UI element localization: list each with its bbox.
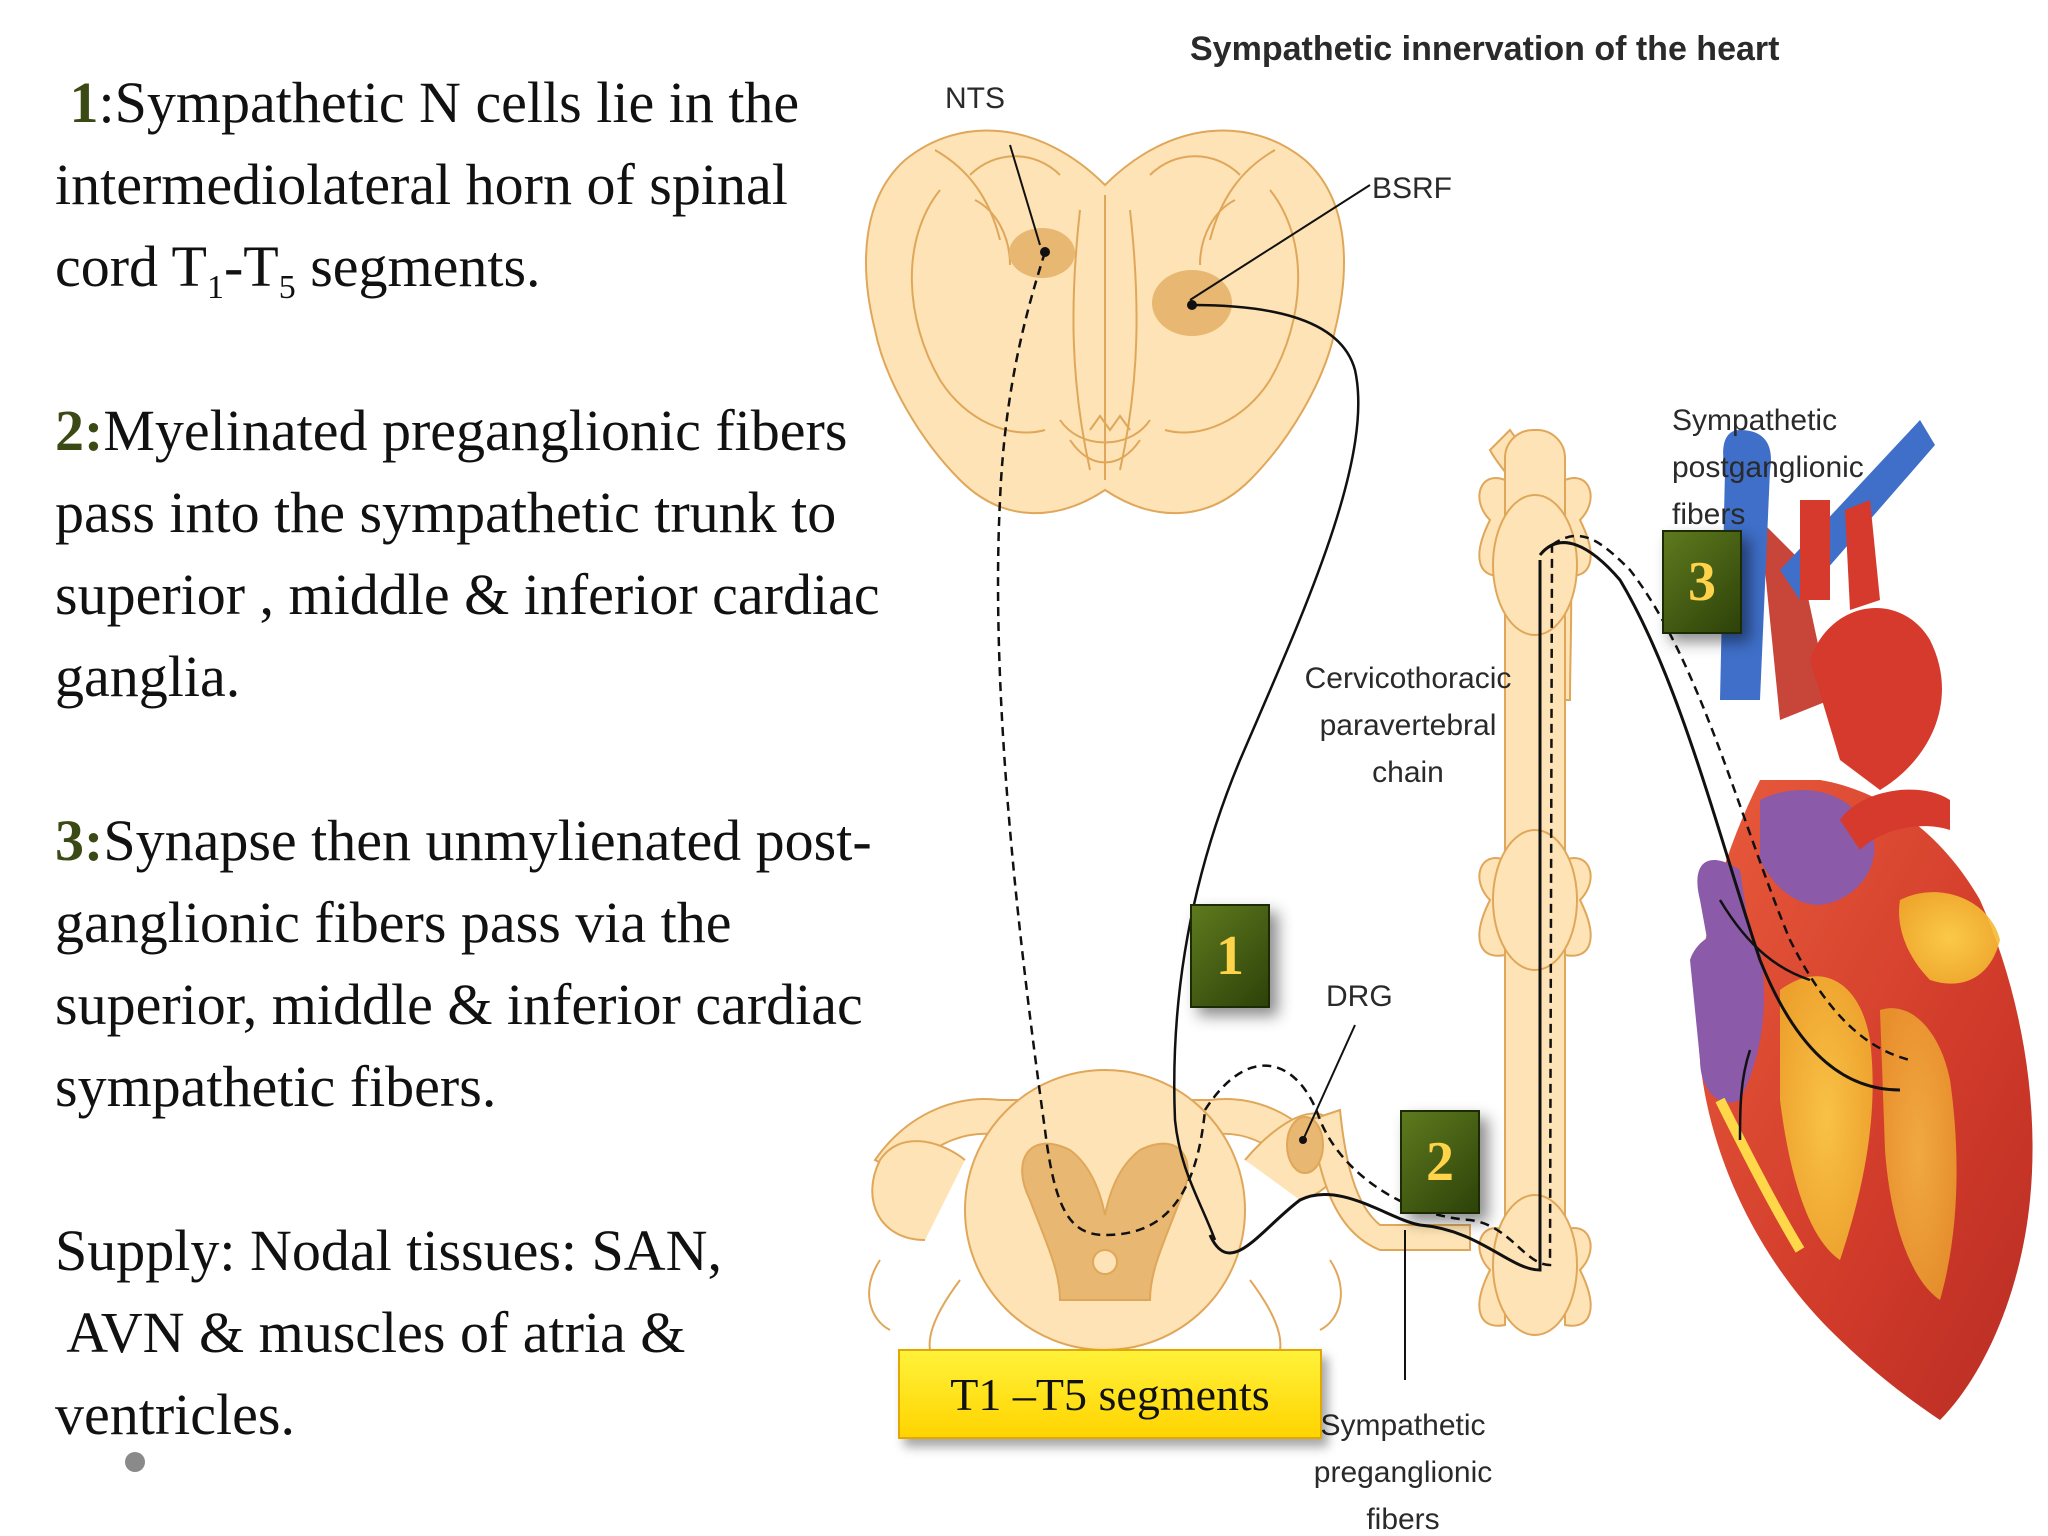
label-postganglionic-fibers: Sympathetic postganglionic fibers [1672, 404, 1864, 531]
point-1-line-3: cord T1-T5 segments. [55, 226, 1045, 308]
heart-illustration [1690, 420, 2033, 1420]
spinal-cord-section [868, 1069, 1471, 1371]
nts-dashed-fiber [996, 251, 1207, 1237]
svg-text:chain: chain [1372, 756, 1444, 789]
point-2-line-4: ganglia. [55, 644, 241, 709]
point-1-line-2: intermediolateral horn of spinal [55, 152, 788, 217]
label-paravertebral-chain: Cervicothoracic paravertebral chain [1305, 662, 1512, 789]
point-1-end: segments. [295, 234, 541, 299]
point-2-text: Myelinated preganglionic fibers [103, 398, 848, 463]
marker-2: 2 [1400, 1110, 1480, 1214]
marker-3: 3 [1662, 530, 1742, 634]
point-1-cord: cord T [55, 234, 207, 299]
fiber-paths [996, 144, 1911, 1380]
preganglionic-fiber [1208, 560, 1542, 1272]
svg-text:postganglionic: postganglionic [1672, 451, 1864, 484]
point-1-number: 1 [69, 70, 99, 135]
point-2-line-1: 2:Myelinated preganglionic fibers [55, 390, 1045, 472]
point-2-line-3: superior , middle & inferior cardiac [55, 562, 880, 627]
diagram-title: Sympathetic innervation of the heart [1190, 30, 1779, 68]
point-3-text: Synapse then unmylienated post- [103, 808, 872, 873]
paravertebral-chain [1478, 428, 1592, 1336]
label-bsrf: BSRF [1372, 172, 1452, 205]
supply-line-3: ventricles. [55, 1382, 295, 1447]
supply-line-1: Supply: Nodal tissues: SAN, [55, 1218, 723, 1283]
point-1-sub-5: 5 [278, 269, 296, 306]
point-3-line-4: sympathetic fibers. [55, 1054, 497, 1119]
bsrf-fiber [1173, 303, 1360, 1241]
point-1-line-1: 1:Sympathetic N cells lie in the [55, 62, 1045, 144]
point-2-number: 2: [55, 398, 104, 463]
svg-text:preganglionic: preganglionic [1314, 1456, 1492, 1489]
label-preganglionic-fibers: Sympathetic preganglionic fibers [1314, 1409, 1492, 1536]
bullet-dot [125, 1452, 145, 1472]
point-3-number: 3: [55, 808, 104, 873]
label-drg: DRG [1326, 980, 1393, 1013]
point-1-dash: -T [223, 234, 279, 299]
segments-label: T1 –T5 segments [898, 1349, 1322, 1439]
slide-text: 1:Sympathetic N cells lie in the interme… [55, 62, 1045, 1456]
point-3-line-3: superior, middle & inferior cardiac [55, 972, 863, 1037]
marker-1: 1 [1190, 904, 1270, 1008]
point-3-line-1: 3:Synapse then unmylienated post- [55, 800, 1045, 882]
svg-text:fibers: fibers [1672, 498, 1745, 531]
svg-text:Sympathetic: Sympathetic [1320, 1409, 1485, 1442]
svg-text:fibers: fibers [1366, 1503, 1439, 1536]
svg-text:Cervicothoracic: Cervicothoracic [1305, 662, 1512, 695]
point-2-line-2: pass into the sympathetic trunk to [55, 480, 837, 545]
svg-text:paravertebral: paravertebral [1320, 709, 1497, 742]
svg-text:Sympathetic: Sympathetic [1672, 404, 1837, 437]
point-1-text: :Sympathetic N cells lie in the [98, 70, 800, 135]
point-3-line-2: ganglionic fibers pass via the [55, 890, 732, 955]
label-nts: NTS [945, 82, 1005, 115]
point-1-sub-1: 1 [206, 269, 224, 306]
supply-line-2: AVN & muscles of atria & [55, 1300, 686, 1365]
postganglionic-fiber [1538, 541, 1901, 1092]
